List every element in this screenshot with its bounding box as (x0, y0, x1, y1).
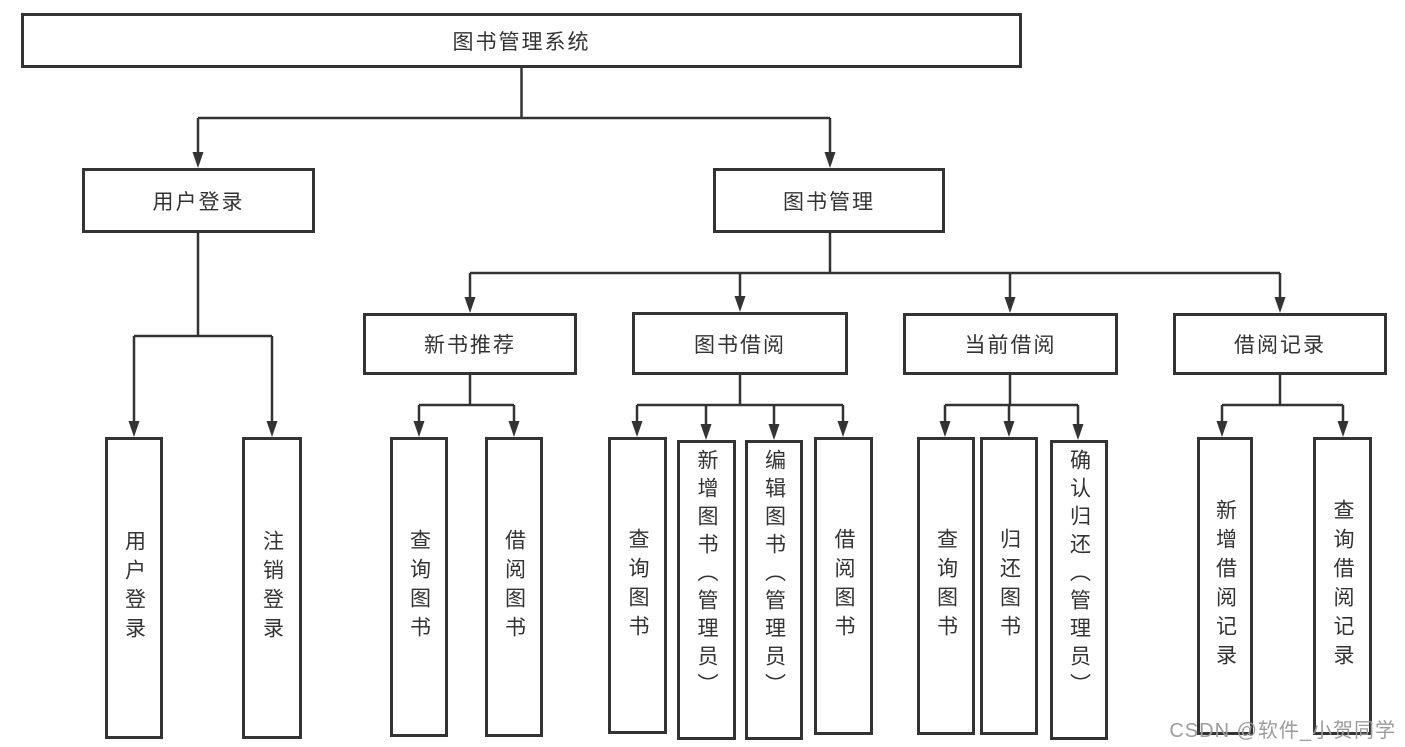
watermark: CSDN @软件_小贺同学 (1169, 720, 1396, 742)
node-new-book-recommendation: 新书推荐 (363, 313, 577, 375)
leaf-query-borrow-record: 查询借阅记录 (1313, 437, 1372, 735)
node-library-system: 图书管理系统 (21, 13, 1022, 68)
leaf-borrow-books-borrow: 借阅图书 (814, 437, 873, 735)
leaf-return-books: 归还图书 (980, 437, 1038, 735)
leaf-user-login: 用户登录 (105, 437, 163, 739)
leaf-add-book-admin: 新增图书（管理员） (677, 440, 736, 740)
node-borrowing-records: 借阅记录 (1173, 313, 1387, 375)
leaf-logout: 注销登录 (242, 437, 302, 739)
leaf-query-books-recommend: 查询图书 (390, 437, 448, 737)
node-book-borrowing: 图书借阅 (632, 312, 848, 375)
node-book-management: 图书管理 (713, 168, 945, 233)
leaf-confirm-return-admin: 确认归还（管理员） (1050, 440, 1108, 740)
node-user-login: 用户登录 (82, 168, 315, 233)
leaf-query-books-borrow: 查询图书 (608, 437, 667, 734)
leaf-edit-book-admin: 编辑图书（管理员） (745, 440, 803, 740)
leaf-borrow-books-recommend: 借阅图书 (485, 437, 543, 737)
leaf-add-borrow-record: 新增借阅记录 (1197, 437, 1253, 735)
leaf-query-books-current: 查询图书 (917, 437, 975, 735)
node-current-borrowing: 当前借阅 (903, 313, 1118, 375)
